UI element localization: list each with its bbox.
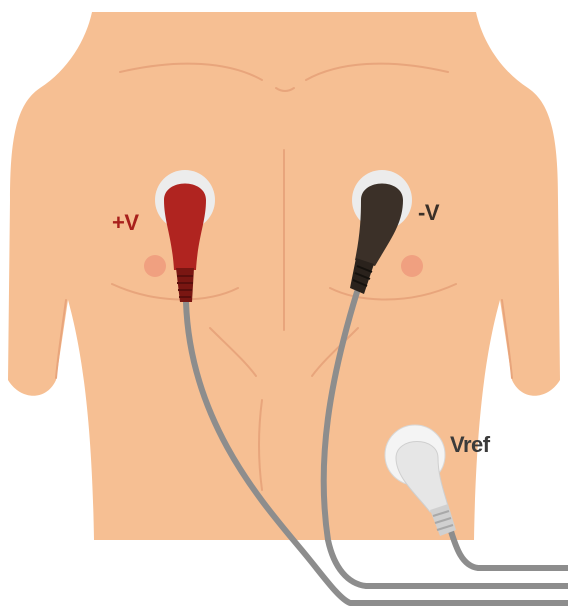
nipple-right: [401, 255, 423, 277]
label-negative: -V: [418, 200, 440, 225]
nipple-left: [144, 255, 166, 277]
label-positive: +V: [112, 210, 139, 235]
label-reference: Vref: [450, 432, 491, 457]
